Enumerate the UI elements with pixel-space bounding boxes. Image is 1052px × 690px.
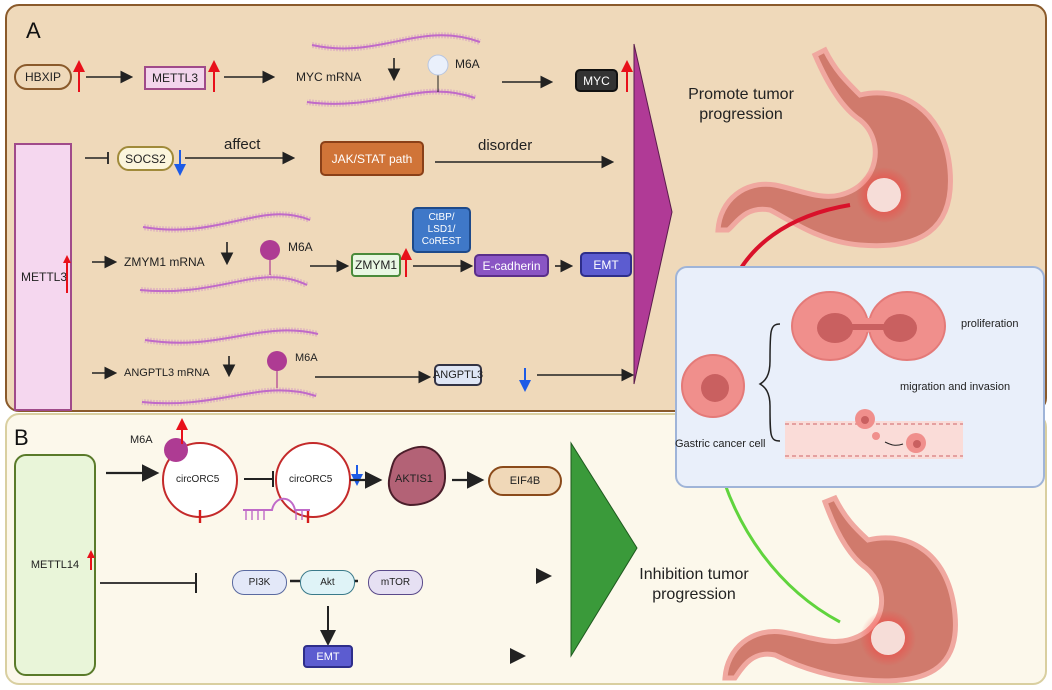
mettl3-main-label: METTL3 [21, 270, 68, 284]
ctbp-lsd1-corest-node: CtBP/ LSD1/ CoREST [412, 207, 471, 253]
emt-node-b: EMT [303, 645, 353, 668]
m6a-label-b: M6A [130, 434, 153, 446]
aktis1-label: AKTIS1 [395, 473, 433, 485]
zmym1-node: ZMYM1 [351, 253, 401, 277]
bracket [758, 323, 781, 442]
jak-stat-node: JAK/STAT path [320, 141, 424, 176]
akt-node: Akt [300, 570, 355, 595]
e-cadherin-node: E-cadherin [474, 254, 549, 277]
mettl3-node: METTL3 [144, 66, 206, 90]
hbxip-node: HBXIP [14, 64, 72, 90]
vessel-invasion-icon [785, 409, 963, 459]
mtor-node: mTOR [368, 570, 423, 595]
dividing-cell-icon [791, 291, 946, 361]
proliferation-label: proliferation [961, 318, 1019, 330]
m6a-label-3: M6A [295, 352, 318, 364]
panel-b-letter: B [14, 425, 29, 450]
mettl14-node: METTL14 [14, 454, 96, 676]
inhibit-line1: Inhibition tumor [639, 566, 749, 583]
pi3k-node: PI3K [232, 570, 287, 595]
m6a-label-2: M6A [288, 240, 313, 254]
gastric-cancer-cell-label: Gastric cancer cell [675, 438, 766, 450]
complex-line2: LSD1/ [427, 224, 456, 235]
m6a-label: M6A [455, 57, 480, 71]
emt-node: EMT [580, 252, 632, 277]
circorc5-label-1: circORC5 [176, 474, 220, 485]
complex-line3: CoREST [421, 236, 462, 247]
promote-progression-label: Promote tumor progression [680, 85, 802, 125]
angptl3-node: ANGPTL3 [433, 364, 483, 386]
myc-node: MYC [575, 69, 618, 92]
migration-invasion-label: migration and invasion [900, 381, 1011, 393]
affect-label: affect [224, 136, 261, 153]
gastric-cancer-cell-icon [681, 354, 745, 418]
promote-line1: Promote tumor [688, 86, 794, 103]
eif4b-node: EIF4B [488, 466, 562, 496]
complex-line1: CtBP/ [428, 212, 455, 223]
up-arrow-icon-2 [87, 550, 95, 570]
up-arrow-icon [63, 255, 71, 293]
mettl14-label: METTL14 [30, 559, 80, 571]
inhibit-line2: progression [652, 586, 736, 603]
circorc5-label-2: circORC5 [289, 474, 333, 485]
mettl3-main-node: METTL3 [14, 143, 72, 411]
inhibition-progression-label: Inhibition tumor progression [629, 565, 759, 605]
zmym1-mrna-label: ZMYM1 mRNA [124, 255, 205, 269]
myc-mrna-label: MYC mRNA [296, 70, 362, 84]
angptl3-mrna-label: ANGPTL3 mRNA [124, 367, 210, 379]
socs2-node: SOCS2 [117, 146, 174, 171]
disorder-label: disorder [478, 137, 533, 154]
panel-a-letter: A [26, 18, 41, 43]
cell-graphics [681, 291, 963, 459]
promote-line2: progression [699, 106, 783, 123]
